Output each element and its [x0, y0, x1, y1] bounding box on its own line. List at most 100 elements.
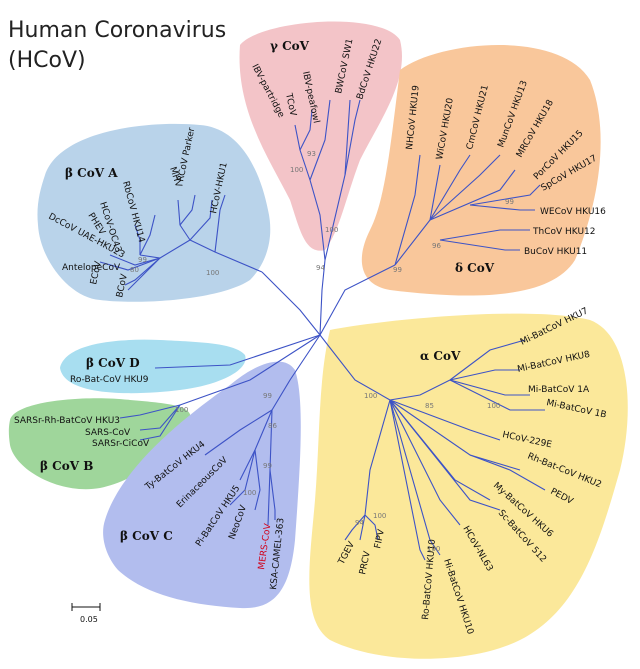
- branch: [139, 404, 181, 441]
- branch: [124, 257, 161, 286]
- bootstrap-value: 94: [355, 519, 364, 527]
- leaf-label: SARS-CoV: [85, 428, 131, 438]
- branch: [344, 514, 366, 541]
- bootstrap-value: 100: [373, 512, 386, 520]
- branch: [394, 154, 421, 266]
- branch: [319, 264, 396, 336]
- bootstrap-value: 99: [393, 266, 402, 274]
- bootstrap-value: 99: [505, 198, 514, 206]
- branch: [269, 469, 276, 520]
- branch: [139, 404, 181, 431]
- bootstrap-value: 85: [425, 402, 434, 410]
- delta-clade-label: δ CoV: [455, 261, 495, 275]
- branch: [179, 194, 196, 226]
- branch: [449, 379, 545, 411]
- branch: [439, 229, 530, 241]
- branch: [319, 334, 391, 401]
- branch: [119, 404, 181, 419]
- beta-d-clade-region: [60, 339, 246, 394]
- leaf-label: Mi-BatCoV 1A: [528, 385, 590, 395]
- bootstrap-value: 100: [290, 166, 303, 174]
- bootstrap-value: 100: [325, 226, 338, 234]
- branch: [389, 399, 426, 561]
- branch: [469, 204, 535, 211]
- branch: [389, 399, 441, 556]
- beta-d-clade-label: β CoV D: [86, 356, 140, 370]
- branch: [469, 184, 541, 206]
- branch: [389, 379, 451, 401]
- bootstrap-value: 99: [263, 462, 272, 470]
- branch: [389, 399, 501, 511]
- branch: [99, 257, 161, 271]
- gamma-clade-label: γ CoV: [270, 39, 310, 53]
- alpha-clade-label: α CoV: [420, 349, 461, 363]
- branch: [429, 169, 516, 221]
- branch: [261, 271, 321, 336]
- branch: [299, 109, 313, 151]
- bootstrap-value: 100: [206, 269, 219, 277]
- branch: [364, 399, 391, 516]
- branch: [389, 399, 501, 441]
- scale-bar-label: 0.05: [80, 615, 98, 624]
- bootstrap-value: 100: [243, 489, 256, 497]
- branch: [127, 257, 161, 291]
- branch: [309, 99, 331, 181]
- branch: [109, 254, 161, 266]
- bootstrap-value: 86: [268, 422, 277, 430]
- branch: [271, 334, 321, 411]
- figure-title-line1: Human Coronavirus: [8, 18, 227, 43]
- bootstrap-value: 100: [427, 545, 440, 553]
- figure-title-line2: (HCoV): [8, 48, 86, 73]
- bootstrap-value: 100: [487, 402, 500, 410]
- leaf-label: ECoV: [89, 260, 104, 286]
- leaf-label: PRCV: [358, 550, 373, 576]
- branch: [449, 339, 526, 381]
- leaf-label: SARSr-Rh-BatCoV HKU3: [14, 416, 120, 426]
- branch: [344, 99, 361, 176]
- branch: [179, 334, 321, 406]
- leaf-label: WECoV HKU16: [540, 207, 606, 217]
- branch: [309, 179, 326, 261]
- branch: [469, 454, 546, 491]
- branch: [229, 449, 256, 506]
- bootstrap-value: 94: [316, 264, 325, 272]
- leaf-label: ThCoV HKU12: [532, 227, 595, 237]
- bootstrap-value: 99: [263, 392, 272, 400]
- branch: [154, 334, 321, 369]
- branch: [319, 259, 326, 336]
- branch: [449, 379, 530, 396]
- delta-clade-region: [361, 45, 601, 296]
- branch: [189, 199, 213, 241]
- bootstrap-value: 100: [175, 406, 188, 414]
- branch: [254, 449, 261, 511]
- leaf-label: SARSr-CiCoV: [92, 439, 150, 449]
- bootstrap-value: 99: [138, 256, 147, 264]
- leaf-label: FIPV: [373, 528, 387, 550]
- branch: [439, 239, 520, 251]
- branch: [134, 224, 141, 255]
- beta-a-clade-region: [37, 123, 271, 302]
- bootstrap-value: 93: [307, 150, 316, 158]
- branch: [214, 194, 226, 253]
- branch: [139, 214, 156, 256]
- branch: [204, 409, 273, 456]
- gamma-clade-region: [239, 21, 402, 251]
- tree-branches: [99, 99, 546, 561]
- leaf-label: Ro-Bat-CoV HKU9: [70, 375, 149, 385]
- leaf-label: BuCoV HKU11: [524, 247, 587, 257]
- branch: [429, 154, 471, 221]
- bootstrap-value: 96: [432, 242, 441, 250]
- beta-a-clade-label: β CoV A: [65, 166, 118, 180]
- branch: [364, 514, 379, 541]
- leaf-label: AntelopeCoV: [62, 263, 121, 273]
- bootstrap-value: 100: [364, 392, 377, 400]
- bootstrap-value: 80: [130, 266, 139, 274]
- branch: [429, 154, 501, 221]
- branch: [449, 369, 520, 381]
- scale-bar: 0.05: [71, 603, 101, 624]
- branch: [389, 399, 461, 526]
- branch: [359, 514, 366, 541]
- beta-c-clade-label: β CoV C: [120, 529, 173, 543]
- beta-b-clade-label: β CoV B: [40, 459, 93, 473]
